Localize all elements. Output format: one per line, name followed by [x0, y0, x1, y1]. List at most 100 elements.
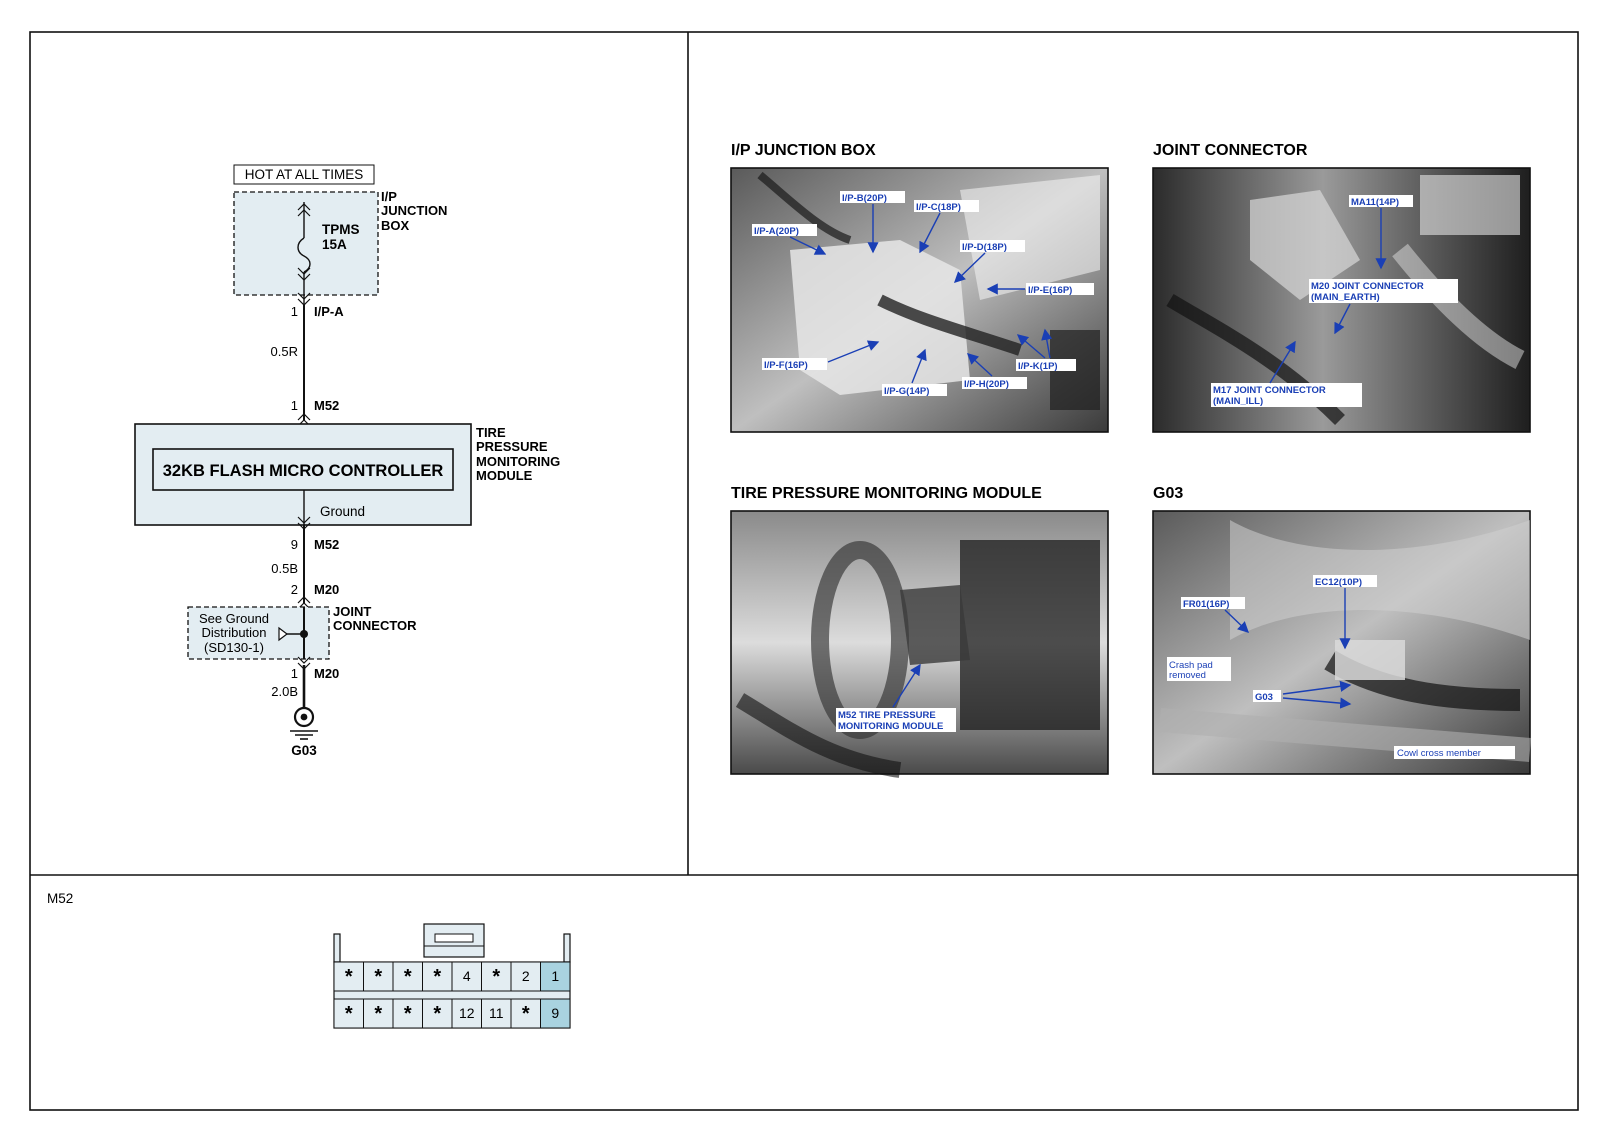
callout-crash-pad: Crash pad removed [1167, 657, 1231, 681]
controller-box [152, 448, 454, 491]
pin-cell: * [433, 1003, 441, 1025]
svg-text:M52 TIRE PRESSURE: M52 TIRE PRESSURE [838, 710, 936, 721]
svg-text:(MAIN_EARTH): (MAIN_EARTH) [1311, 292, 1380, 303]
callout-fr01: FR01(16P) [1181, 597, 1250, 633]
svg-text:I/P-C(18P): I/P-C(18P) [916, 202, 961, 213]
schematic: HOT AT ALL TIMES I/P JUNCTION BOX TPMS 1… [134, 164, 560, 758]
svg-text:Crash pad: Crash pad [1169, 660, 1213, 671]
connector-post-right [563, 933, 571, 963]
svg-text:Cowl cross member: Cowl cross member [1397, 748, 1481, 759]
svg-text:I/P-B(20P): I/P-B(20P) [842, 193, 887, 204]
photo-title-g03: G03 [1153, 485, 1183, 502]
ip-junction-label-2: JUNCTION [381, 203, 447, 218]
pin-m20-2: 2 [291, 582, 298, 597]
photo-title-tpms-module: TIRE PRESSURE MONITORING MODULE [731, 485, 1042, 502]
joint-connector-label-1: JOINT [333, 604, 371, 619]
svg-text:I/P-D(18P): I/P-D(18P) [962, 242, 1007, 253]
hot-label-box [233, 164, 375, 185]
module-label-4: MODULE [476, 468, 533, 483]
pin-cell: * [374, 1003, 382, 1025]
callout-ec12: EC12(10P) [1313, 575, 1377, 650]
fuse-name: TPMS [322, 222, 360, 237]
wire-20b-label: 2.0B [271, 684, 298, 699]
svg-text:EC12(10P): EC12(10P) [1315, 577, 1362, 588]
ground-reference-arrow [278, 626, 288, 642]
conn-m20-top: M20 [314, 582, 339, 597]
pin-cell: 9 [551, 1005, 559, 1021]
pin-cell: * [404, 1003, 412, 1025]
connector-post-left [333, 933, 341, 963]
fuse-rating: 15A [322, 237, 347, 252]
connector-bottom-row: * * * * 12 11 * 9 [333, 998, 571, 1029]
callout-ipg: I/P-G(14P) [882, 348, 947, 397]
callout-ipc: I/P-C(18P) [914, 200, 979, 254]
callout-iph: I/P-H(20P) [962, 353, 1027, 390]
ip-junction-label-1: I/P [381, 189, 397, 204]
photo-panel-g03: G03 EC12(10P) FR01(16P) Crash pad remove… [1152, 485, 1531, 775]
ip-junction-box [233, 191, 379, 296]
photo-title-ip-junction-box: I/P JUNCTION BOX [731, 142, 876, 159]
pin-m52-1: 1 [291, 398, 298, 413]
fuse-top-chevrons [297, 203, 311, 217]
see-ground-1: See Ground [199, 611, 269, 626]
svg-text:M20 JOINT CONNECTOR: M20 JOINT CONNECTOR [1311, 281, 1424, 292]
pin-cell: * [492, 966, 500, 988]
photo-panel-joint-connector: JOINT CONNECTOR MA11(14P) M20 JOINT CONN… [1152, 142, 1531, 433]
splice-dot [300, 630, 308, 638]
svg-text:FR01(16P): FR01(16P) [1183, 599, 1229, 610]
callout-g03: G03 [1253, 680, 1352, 709]
pin-cell: 12 [459, 1005, 475, 1021]
ground-label: Ground [320, 504, 365, 519]
callout-ipa: I/P-A(20P) [752, 224, 827, 255]
see-ground-3: (SD130-1) [204, 640, 264, 655]
callout-m20: M20 JOINT CONNECTOR (MAIN_EARTH) [1309, 279, 1458, 335]
svg-text:removed: removed [1169, 670, 1206, 681]
ground-icon [290, 706, 318, 740]
conn-m52-bottom: M52 [314, 537, 339, 552]
svg-text:I/P-K(1P): I/P-K(1P) [1018, 361, 1058, 372]
svg-text:MA11(14P): MA11(14P) [1351, 197, 1399, 208]
module-label-2: PRESSURE [476, 439, 548, 454]
callout-ipe: I/P-E(16P) [986, 283, 1094, 296]
pin-cell: 2 [522, 968, 530, 984]
outer-frame [29, 31, 1579, 1111]
connector-m52: M52 * * * * 4 * 2 1 [47, 891, 571, 1029]
svg-text:I/P-H(20P): I/P-H(20P) [964, 379, 1009, 390]
svg-text:MONITORING MODULE: MONITORING MODULE [838, 721, 943, 732]
see-ground-2: Distribution [201, 625, 266, 640]
conn-m52-top: M52 [314, 398, 339, 413]
callout-ipd: I/P-D(18P) [953, 240, 1025, 283]
joint-connector-label-2: CONNECTOR [333, 618, 417, 633]
callout-ipk: I/P-K(1P) [1016, 328, 1076, 372]
pin-1-highlight [540, 961, 571, 992]
hot-at-all-times: HOT AT ALL TIMES [245, 167, 364, 182]
module-label-1: TIRE [476, 425, 506, 440]
controller-label: 32KB FLASH MICRO CONTROLLER [163, 462, 444, 480]
ground-point-label: G03 [291, 743, 317, 758]
photo-title-joint-connector: JOINT CONNECTOR [1153, 142, 1308, 159]
connector-name: M52 [47, 891, 73, 906]
pin-cell: * [345, 966, 353, 988]
svg-text:I/P-E(16P): I/P-E(16P) [1028, 285, 1072, 296]
svg-text:M17 JOINT CONNECTOR: M17 JOINT CONNECTOR [1213, 385, 1326, 396]
callout-ipf: I/P-F(16P) [762, 340, 880, 371]
pin-cell: * [522, 1003, 530, 1025]
fuse-icon [297, 237, 311, 273]
pin-cell: 11 [489, 1005, 504, 1021]
wire-05r-label: 0.5R [271, 344, 298, 359]
pin-cell: * [433, 966, 441, 988]
pin-m20-1: 1 [291, 666, 298, 681]
pin-9-highlight [540, 998, 571, 1029]
pin-ipa: 1 [291, 304, 298, 319]
pin-m52-9: 9 [291, 537, 298, 552]
ip-junction-label-3: BOX [381, 218, 410, 233]
svg-text:I/P-F(16P): I/P-F(16P) [764, 360, 808, 371]
pin-cell: * [404, 966, 412, 988]
svg-text:I/P-A(20P): I/P-A(20P) [754, 226, 799, 237]
connector-top-row: * * * * 4 * 2 1 [333, 961, 571, 992]
pin-cell: 1 [551, 968, 559, 984]
wire-05b-label: 0.5B [271, 561, 298, 576]
callout-m17: M17 JOINT CONNECTOR (MAIN_ILL) [1211, 340, 1362, 407]
fuse-bottom-chevrons [297, 267, 311, 281]
